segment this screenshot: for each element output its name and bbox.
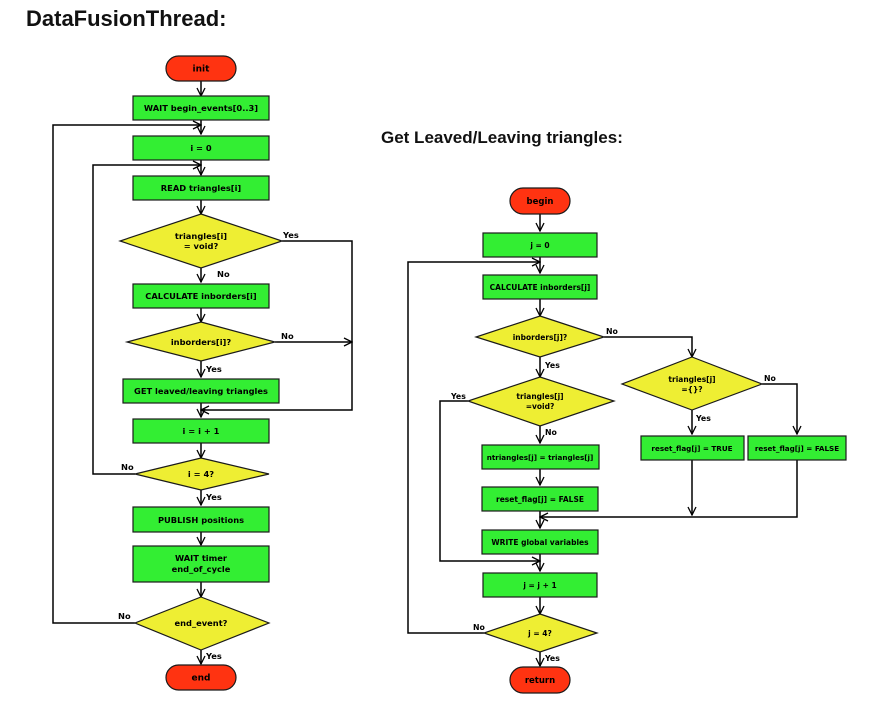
svg-text:end_event?: end_event? — [175, 618, 228, 628]
label-no: No — [473, 623, 486, 632]
label-yes: Yes — [695, 414, 711, 423]
label-yes: Yes — [282, 230, 299, 240]
node-get-leaving-triangles: GET leaved/leaving triangles — [122, 378, 280, 404]
svg-text:j = j + 1: j = j + 1 — [522, 581, 556, 590]
svg-text:triangles[j]: triangles[j] — [516, 392, 563, 401]
node-reset-flag-false-alt: reset_flag[j] = FALSE — [747, 435, 847, 461]
svg-text:reset_flag[j] = FALSE: reset_flag[j] = FALSE — [496, 495, 584, 504]
svg-text:=void?: =void? — [526, 402, 555, 411]
svg-text:end: end — [192, 674, 211, 684]
label-no: No — [217, 269, 230, 279]
svg-text:return: return — [525, 676, 555, 686]
svg-text:i = 4?: i = 4? — [188, 469, 214, 479]
node-publish-positions: PUBLISH positions — [132, 506, 270, 533]
svg-text:CALCULATE inborders[j]: CALCULATE inborders[j] — [490, 283, 591, 292]
node-wait-timer: WAIT timer end_of_cycle — [132, 545, 270, 583]
decision-triangles-void: triangles[i] = void? — [118, 213, 284, 269]
label-no: No — [118, 611, 131, 621]
svg-text:i = i + 1: i = i + 1 — [183, 426, 220, 436]
label-no: No — [281, 331, 294, 341]
svg-text:reset_flag[j] = FALSE: reset_flag[j] = FALSE — [755, 444, 839, 453]
node-ntriangles-assign: ntriangles[j] = triangles[j] — [481, 444, 600, 470]
svg-text:j = 0: j = 0 — [529, 241, 549, 250]
svg-text:triangles[i]: triangles[i] — [175, 231, 227, 241]
svg-text:PUBLISH positions: PUBLISH positions — [158, 515, 244, 525]
node-i-init: i = 0 — [132, 135, 270, 161]
svg-text:ntriangles[j] = triangles[j]: ntriangles[j] = triangles[j] — [487, 453, 594, 462]
node-calculate-inborders-j: CALCULATE inborders[j] — [482, 274, 598, 300]
svg-text:inborders[i]?: inborders[i]? — [171, 337, 232, 347]
node-begin: begin — [509, 187, 571, 215]
left-flowchart: init WAIT begin_events[0..3] i = 0 READ … — [52, 55, 352, 691]
node-end: end — [165, 664, 237, 691]
decision-inborders: inborders[i]? — [124, 321, 278, 362]
node-calculate-inborders: CALCULATE inborders[i] — [132, 283, 270, 309]
node-read-triangles: READ triangles[i] — [132, 175, 270, 201]
svg-text:init: init — [193, 65, 211, 75]
svg-text:WAIT timer: WAIT timer — [175, 553, 228, 563]
node-increment-j: j = j + 1 — [482, 572, 598, 598]
label-no: No — [121, 462, 134, 472]
svg-text:i = 0: i = 0 — [190, 143, 212, 153]
svg-text:WAIT begin_events[0..3]: WAIT begin_events[0..3] — [144, 103, 258, 113]
svg-text:WRITE global variables: WRITE global variables — [491, 538, 589, 547]
svg-text:inborders[j]?: inborders[j]? — [513, 333, 568, 342]
label-yes: Yes — [544, 361, 560, 370]
node-write-global-variables: WRITE global variables — [481, 529, 599, 555]
label-no: No — [606, 327, 619, 336]
node-reset-flag-true: reset_flag[j] = TRUE — [640, 435, 745, 461]
node-return: return — [509, 666, 571, 694]
label-yes: Yes — [205, 364, 222, 374]
decision-i-equals-4: i = 4? — [134, 457, 270, 491]
label-no: No — [545, 428, 558, 437]
node-init: init — [165, 55, 237, 82]
svg-text:CALCULATE inborders[i]: CALCULATE inborders[i] — [145, 291, 257, 301]
label-yes: Yes — [205, 492, 222, 502]
decision-j-equals-4: j = 4? — [482, 613, 599, 653]
node-increment-i: i = i + 1 — [132, 418, 270, 444]
label-yes: Yes — [544, 654, 560, 663]
svg-text:end_of_cycle: end_of_cycle — [172, 564, 231, 574]
decision-triangles-j-void: triangles[j] =void? — [466, 376, 616, 427]
label-no: No — [764, 374, 777, 383]
right-diagram-title: Get Leaved/Leaving triangles: — [381, 128, 623, 147]
decision-inborders-j: inborders[j]? — [474, 315, 606, 358]
right-flowchart: begin j = 0 CALCULATE inborders[j] inbor… — [407, 187, 847, 694]
svg-text:GET leaved/leaving triangles: GET leaved/leaving triangles — [134, 386, 268, 396]
svg-text:READ triangles[i]: READ triangles[i] — [161, 183, 242, 193]
svg-text:j = 4?: j = 4? — [527, 629, 552, 638]
decision-triangles-j-empty: triangles[j] ={}? — [620, 356, 764, 411]
node-wait-begin-events: WAIT begin_events[0..3] — [132, 95, 270, 121]
node-reset-flag-false: reset_flag[j] = FALSE — [481, 486, 599, 512]
label-yes: Yes — [205, 651, 222, 661]
label-yes: Yes — [450, 392, 466, 401]
svg-text:={}?: ={}? — [681, 385, 702, 394]
decision-end-event: end_event? — [133, 596, 271, 651]
svg-text:triangles[j]: triangles[j] — [668, 375, 715, 384]
svg-text:begin: begin — [527, 197, 554, 207]
svg-text:= void?: = void? — [184, 241, 219, 251]
left-diagram-title: DataFusionThread: — [26, 6, 227, 31]
node-j-init: j = 0 — [482, 232, 598, 258]
svg-text:reset_flag[j] = TRUE: reset_flag[j] = TRUE — [651, 444, 732, 453]
